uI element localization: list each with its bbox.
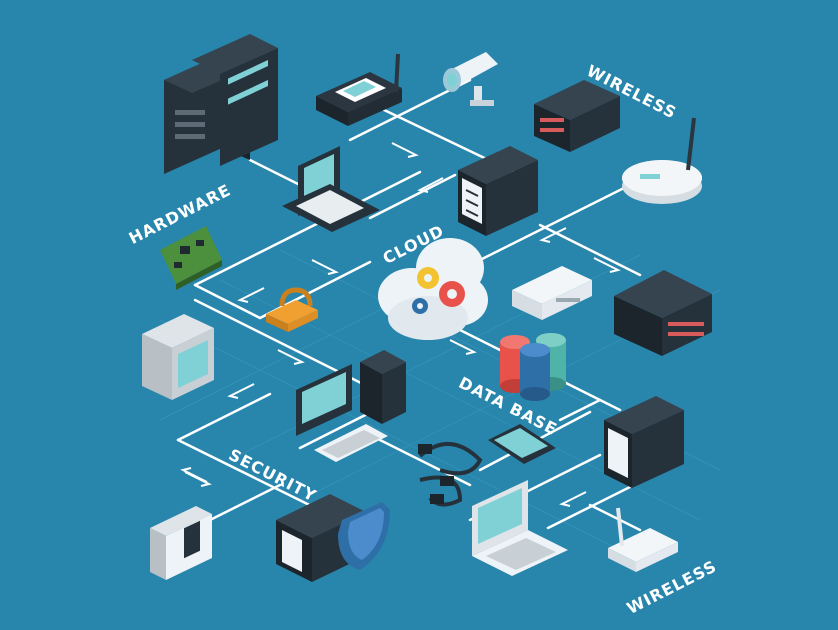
router-icon (316, 53, 402, 126)
crt-monitor-icon (142, 314, 214, 400)
switch-icon (512, 266, 592, 320)
desktop-computer-icon (296, 350, 406, 462)
server-rack-icon (164, 34, 278, 174)
server-box-icon (614, 270, 712, 356)
flow-arrows (180, 142, 621, 507)
padlock-icon (266, 287, 318, 332)
network-switch-icon (534, 80, 620, 152)
security-camera-icon (443, 52, 498, 106)
access-keypad-icon (150, 506, 212, 580)
cloud-icon (378, 238, 488, 340)
database-icon (500, 333, 566, 401)
server-rack-right-icon (604, 396, 684, 488)
wifi-router-icon (622, 117, 702, 204)
circuit-board-icon (160, 226, 222, 290)
laptop-icon (282, 146, 380, 232)
laptop-white-icon (472, 480, 568, 576)
server-tower-icon (458, 146, 538, 236)
smartphone-icon (488, 424, 556, 464)
cable-icon (418, 441, 483, 507)
shield-icon (338, 502, 390, 570)
wifi-router-bottom-icon (608, 507, 678, 572)
